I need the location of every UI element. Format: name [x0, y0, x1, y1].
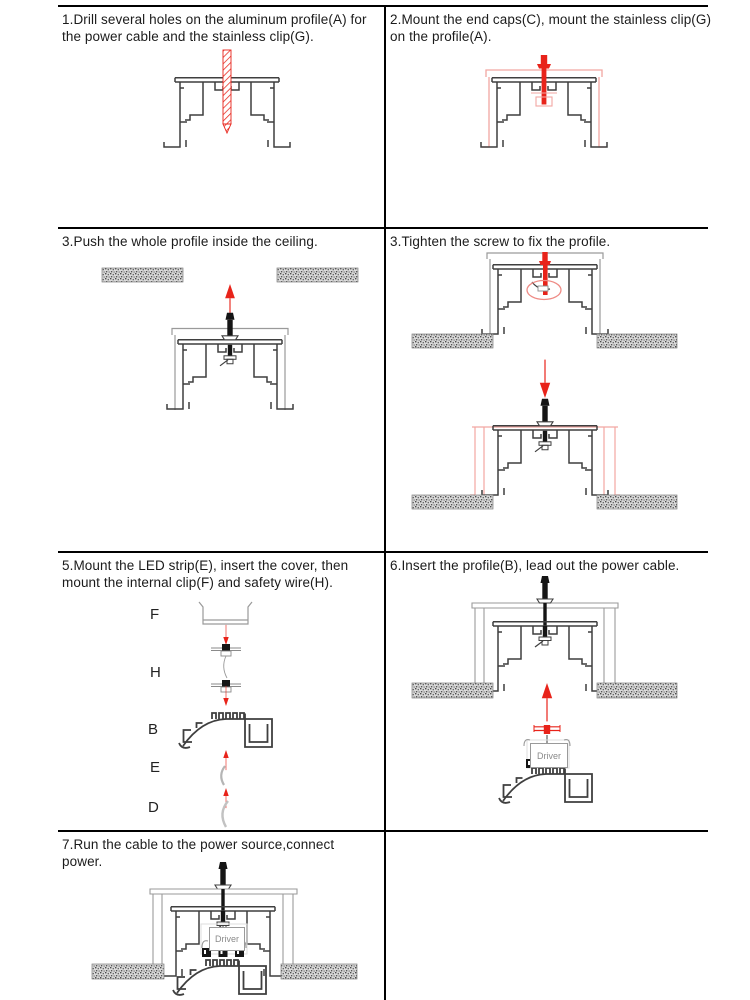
part-label-b: B: [148, 721, 159, 738]
cover-icon: [221, 800, 229, 828]
safety-wire-icon: [223, 655, 228, 679]
down-arrow-icon: [222, 624, 230, 646]
step-2-text: 2.Mount the end caps(C), mount the stain…: [390, 12, 712, 45]
stainless-clip-icon: [531, 55, 557, 107]
end-cap-outline: [149, 888, 298, 964]
part-label-h: H: [150, 664, 161, 681]
table-border-top: [58, 5, 708, 7]
step-7-text: 7.Run the cable to the power source,conn…: [62, 837, 335, 870]
table-border-center: [384, 5, 386, 1000]
part-label-d: D: [148, 799, 159, 816]
step-4-diagram-tighten-screw: [411, 252, 678, 510]
step-1-text: 1.Drill several holes on the aluminum pr…: [62, 12, 367, 45]
step-2-diagram-endcap-clip: [480, 55, 608, 148]
up-arrow-icon: [541, 682, 553, 723]
ceiling-block-right: [596, 494, 678, 510]
ceiling-block-left: [101, 267, 184, 283]
part-label-f: F: [150, 606, 160, 623]
power-connector-icon: [533, 724, 561, 735]
driver-label-box: Driver: [530, 743, 568, 768]
screw-icon: [221, 312, 239, 341]
end-cap-outline: [471, 602, 619, 683]
down-arrow-icon: [222, 685, 230, 707]
ceiling-block-left: [411, 682, 494, 699]
step-3-text: 3.Push the whole profile inside the ceil…: [62, 234, 318, 249]
step-3-diagram-push-into-ceiling: [101, 267, 359, 410]
profile-b-icon: [498, 767, 593, 804]
clip-arms-outline: [470, 426, 620, 496]
driver-label: Driver: [537, 750, 561, 761]
screw-icon: [536, 398, 554, 427]
table-border-row2: [58, 227, 708, 229]
ceiling-block-right: [280, 963, 358, 980]
profile-b-icon: [172, 959, 267, 996]
led-strip-icon: [220, 765, 226, 786]
ceiling-block-right: [276, 267, 359, 283]
safety-wire-clip-icon: [210, 643, 242, 657]
step-6-diagram-insert-profile-b: [411, 575, 678, 804]
ceiling-block-left: [411, 333, 494, 349]
profile-b-icon: [178, 712, 273, 749]
step-5-diagram-exploded-assembly: [178, 601, 273, 828]
screw-icon: [536, 575, 554, 604]
step-4-text: 3.Tighten the screw to fix the profile.: [390, 234, 611, 249]
ceiling-block-right: [596, 333, 678, 349]
step-7-diagram-final-assembly: [91, 861, 358, 996]
drill-bit-icon: [222, 49, 232, 125]
end-cap-outline: [171, 327, 289, 410]
ceiling-block-left: [91, 963, 165, 980]
screw-icon: [214, 861, 232, 890]
table-border-row4: [58, 830, 708, 832]
ceiling-block-right: [596, 682, 678, 699]
down-arrow-icon: [539, 359, 551, 399]
driver-label-box: Driver: [209, 927, 245, 951]
step-6-text: 6.Insert the profile(B), lead out the po…: [390, 558, 680, 573]
step-5-text: 5.Mount the LED strip(E), insert the cov…: [62, 558, 349, 591]
driver-label: Driver: [215, 934, 239, 944]
part-label-e: E: [150, 759, 161, 776]
table-border-row3: [58, 551, 708, 553]
step-1-diagram-profile-drill: [163, 49, 291, 148]
internal-clip-icon: [198, 601, 253, 625]
ceiling-block-left: [411, 494, 494, 510]
rotate-indicator-icon: [526, 279, 562, 301]
